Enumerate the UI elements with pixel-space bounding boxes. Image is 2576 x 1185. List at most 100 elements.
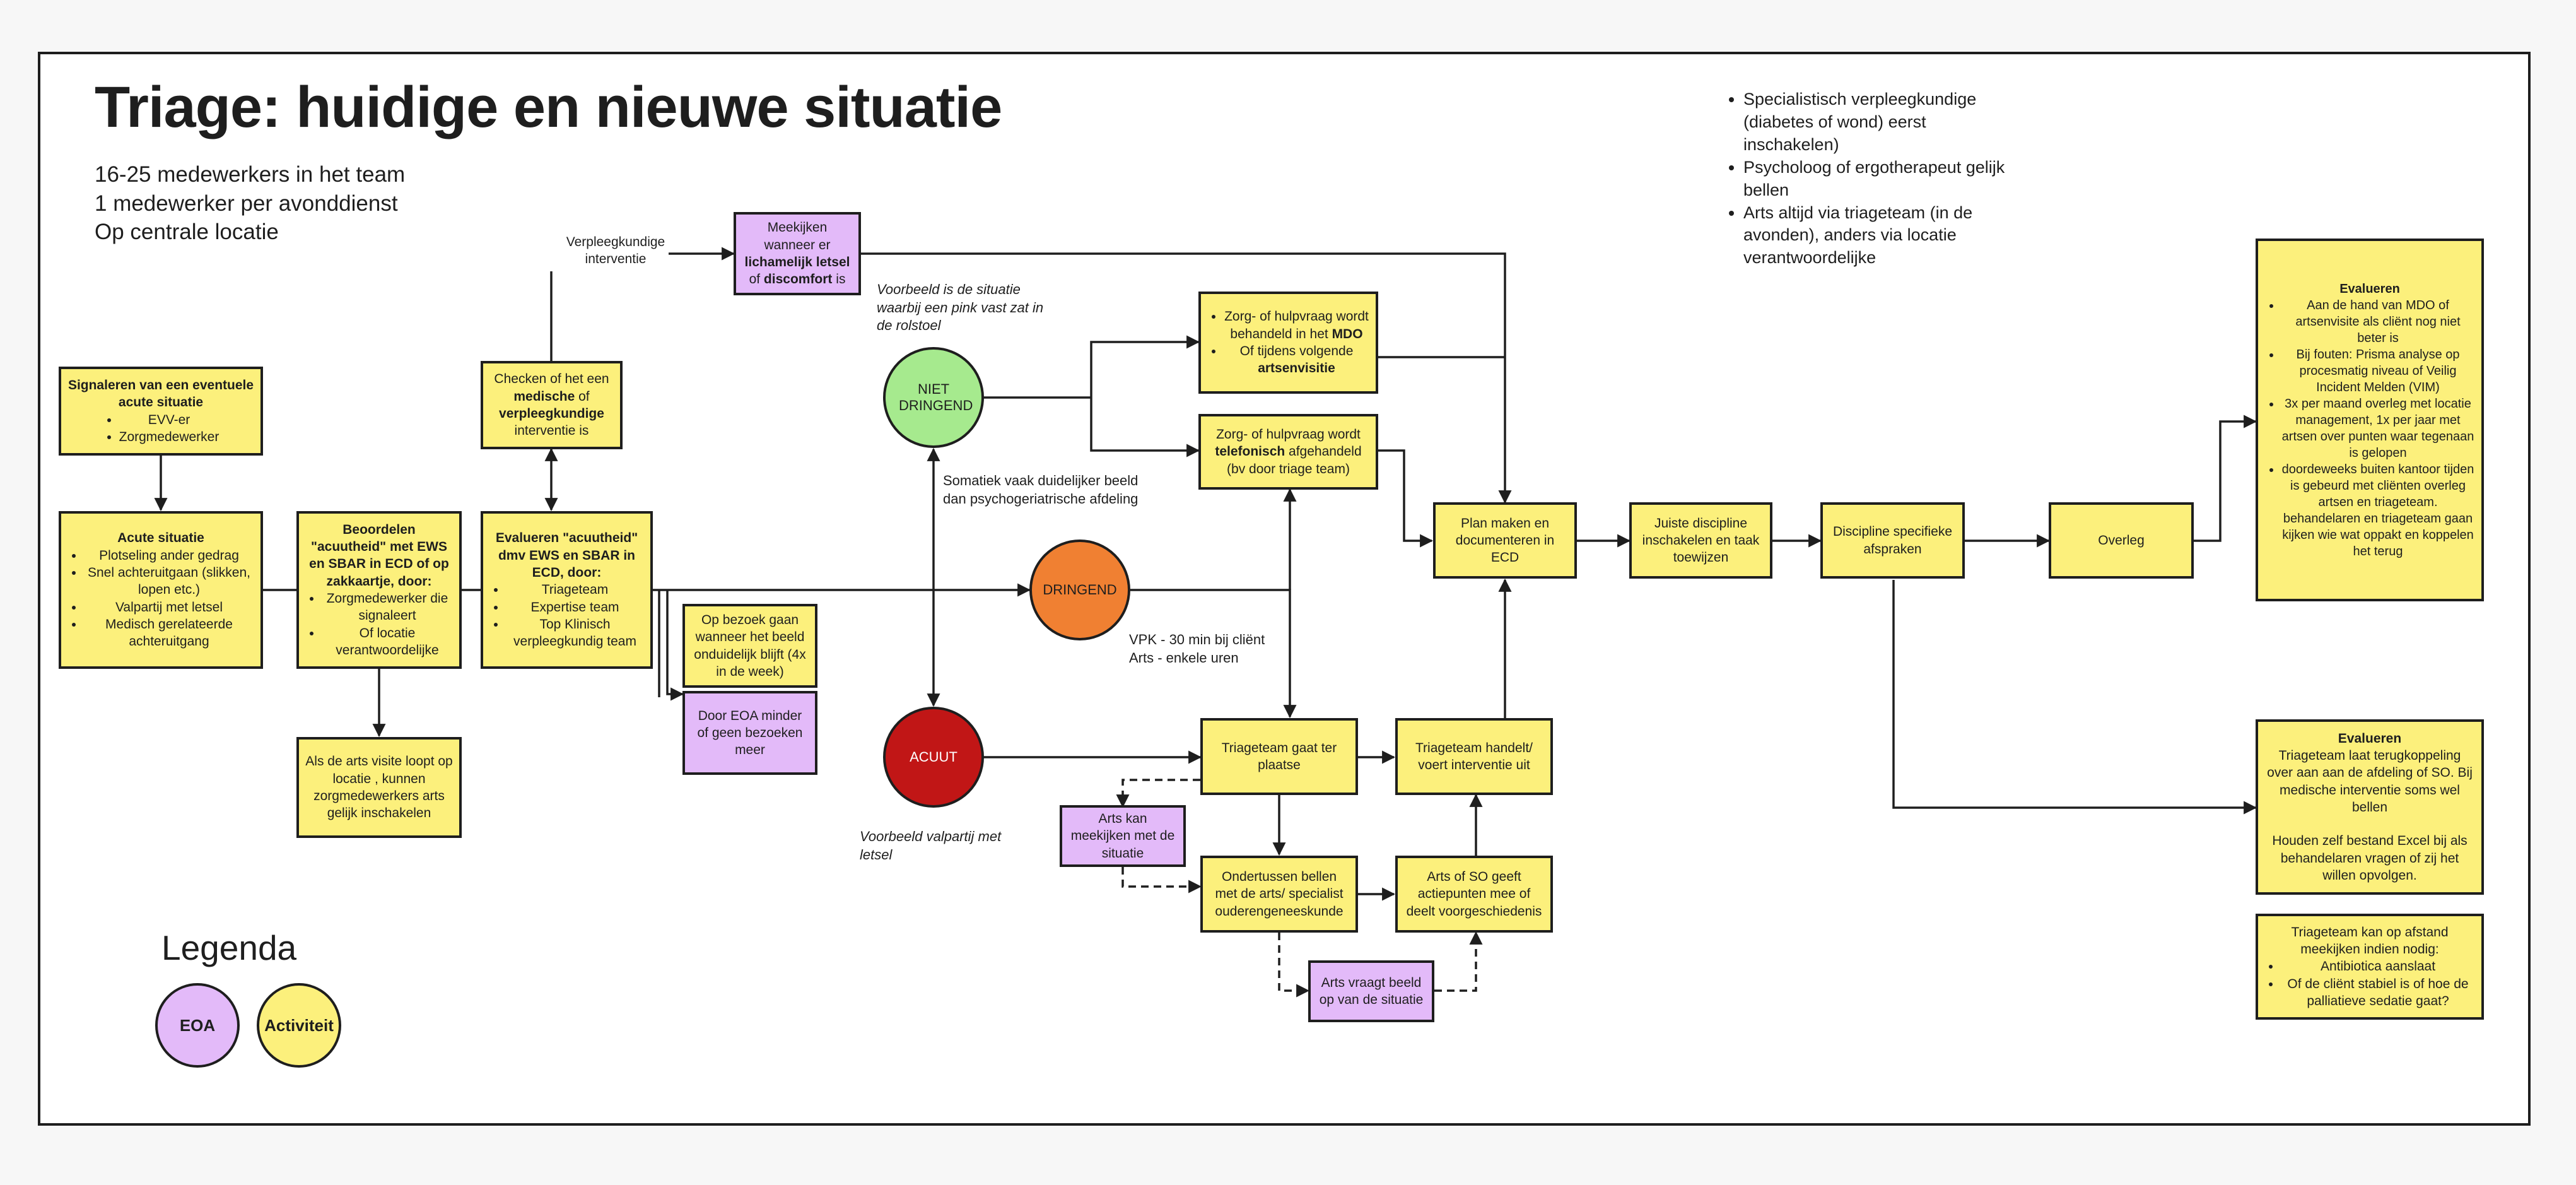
node-text: Discipline specifieke afspraken [1832,524,1953,557]
label-somatiek: Somatiek vaak duidelijker beeld dan psyc… [943,473,1139,507]
text-part: Meekijken wanneer er [764,220,831,252]
text-part: of [749,272,764,287]
text-part: is [832,272,846,287]
node-zorg-tel: Zorg- of hulpvraag wordt telefonisch afg… [1198,414,1378,490]
node-triage-plaatse: Triageteam gaat ter plaatse [1200,718,1358,795]
node-list: Plotseling ander gedrag Snel achteruitga… [67,547,254,651]
list-item: Medisch gerelateerde achteruitgang [84,616,254,651]
list-item: Zorgmedewerker [119,428,220,445]
node-title: Signaleren van een eventuele acute situa… [67,377,254,410]
list-item: Zorgmedewerker die signaleert [322,590,453,625]
text-part: interventie is [514,423,589,439]
node-checken: Checken of het een medische of verpleegk… [481,361,623,449]
node-title: Acute situatie [117,531,204,546]
note-item: Arts altijd via triageteam (in de avonde… [1743,202,2008,270]
node-text: DRINGEND [1043,582,1117,598]
list-item: Plotseling ander gedrag [84,547,254,564]
list-item: Aan de hand van MDO of artsenvisite als … [2281,297,2475,346]
node-text: Als de arts visite loopt op locatie , ku… [305,754,453,821]
note-item: Specialistisch verpleegkundige (diabetes… [1743,88,2008,156]
node-zorg-mdo: Zorg- of hulpvraag wordt behandeld in he… [1198,292,1378,394]
text-part: Of tijdens volgende [1239,344,1354,358]
node-text: Houden zelf bestand Excel bij als behand… [2272,834,2468,883]
node-list: EVV-er Zorgmedewerker [103,411,220,446]
list-item: Valpartij met letsel [84,599,254,616]
node-text: NIET DRINGEND [899,381,973,413]
node-text: Meekijken wanneer er lichamelijk letsel … [742,219,852,288]
list-item: doordeweeks buiten kantoor tijden is geb… [2281,461,2475,560]
node-title: Evalueren "acuutheid" dmv EWS en SBAR in… [495,531,638,581]
edge-overleg-evalueren1 [2194,415,2257,542]
list-item: Zorg- of hulpvraag wordt behandeld in he… [1224,308,1369,343]
node-triageteam-afstand: Triageteam kan op afstand meekijken indi… [2256,914,2484,1020]
text-part: afgehandeld (bv door triage team) [1227,444,1362,476]
top-notes: Specialistisch verpleegkundige (diabetes… [1728,88,2008,269]
node-door-eoa: Door EOA minder of geen bezoeken meer [682,691,817,775]
node-text: Arts kan meekijken met de situatie [1070,811,1175,861]
node-list: Zorgmedewerker die signaleert Of locatie… [305,590,453,659]
node-acute-situatie: Acute situatie Plotseling ander gedrag S… [59,511,263,669]
edge-discipline-evalueren2 [1892,580,2257,815]
legend-activiteit-label: Activiteit [264,1015,334,1035]
edge-ondertussen-artsvraagt [1278,933,1310,998]
list-item: Antibiotica aanslaat [2281,958,2475,975]
node-text: Plan maken en documenteren in ECD [1455,516,1555,565]
list-item: Of tijdens volgende artsenvisitie [1224,343,1369,377]
node-arts-so: Arts of SO geeft actiepunten mee of deel… [1395,856,1553,933]
node-title: Evalueren [2339,281,2400,296]
node-discipline: Discipline specifieke afspraken [1820,502,1965,579]
text-part: Zorg- of hulpvraag wordt behandeld in he… [1224,309,1369,341]
label-voorbeeld-pink: Voorbeeld is de situatie waarbij een pin… [877,281,1044,334]
node-arts-vraagt: Arts vraagt beeld op van de situatie [1308,960,1434,1022]
node-evalueren-2: Evalueren Triageteam laat terugkoppeling… [2256,719,2484,895]
list-item: 3x per maand overleg met locatie managem… [2281,396,2475,461]
label-verpleegkundige: Verpleegkundige interventie [566,235,665,267]
text-bold: MDO [1332,326,1363,341]
text-bold: discomfort [763,272,833,287]
label-arts-uren: Arts - enkele uren [1129,649,1239,666]
node-ondertussen: Ondertussen bellen met de arts/ speciali… [1200,856,1358,933]
node-text: Ondertussen bellen met de arts/ speciali… [1215,870,1344,919]
edge-tel-plan [1378,449,1434,548]
node-niet-dringend: NIET DRINGEND [883,347,984,448]
node-text: Op bezoek gaan wanneer het beeld onduide… [694,612,806,679]
node-juiste: Juiste discipline inschakelen en taak to… [1629,502,1772,579]
node-text: Triageteam laat terugkoppeling over aan … [2267,748,2473,815]
node-text: Triageteam gaat ter plaatse [1221,740,1337,772]
edge-artsvraagt-artsso [1434,931,1483,992]
node-list: Triageteam Expertise team Top Klinisch v… [489,581,644,650]
node-triage-handelt: Triageteam handelt/ voert interventie ui… [1395,718,1553,795]
node-title: Evalueren [2338,731,2402,746]
node-text: Triageteam handelt/ voert interventie ui… [1415,740,1533,772]
node-plan: Plan maken en documenteren in ECD [1433,502,1577,579]
intro-line: 1 medewerker per avonddienst [95,191,398,216]
label-vpk-arts: VPK - 30 min bij cliënt Arts - enkele ur… [1129,631,1318,667]
legend-activiteit: Activiteit [257,983,341,1068]
node-acuut: ACUUT [883,707,984,808]
node-text: Arts of SO geeft actiepunten mee of deel… [1406,870,1542,919]
text-bold: lichamelijk letsel [744,255,850,269]
node-text: Door EOA minder of geen bezoeken meer [697,708,803,758]
list-item: Expertise team [506,599,644,616]
list-item: Snel achteruitgaan (slikken, lopen etc.) [84,564,254,599]
node-text: ACUUT [910,749,957,765]
node-op-bezoek: Op bezoek gaan wanneer het beeld onduide… [682,604,817,688]
text-part: Checken of het een [494,372,609,387]
list-item: Bij fouten: Prisma analyse op procesmati… [2281,346,2475,396]
node-text: Checken of het een medische of verpleegk… [489,370,614,439]
text-part: Zorg- of hulpvraag wordt [1216,427,1361,442]
intro-line: Op centrale locatie [95,220,279,244]
node-meekijken: Meekijken wanneer er lichamelijk letsel … [734,212,861,295]
node-signaleren: Signaleren van een eventuele acute situa… [59,367,263,456]
list-item: Of locatie verantwoordelijke [322,625,453,659]
node-text: Overleg [2098,533,2145,548]
list-item: Top Klinisch verpleegkundig team [506,616,644,651]
node-beoordelen: Beoordelen "acuutheid" met EWS en SBAR i… [296,511,462,669]
edge-zorg-mdo [1090,335,1200,398]
node-list: Antibiotica aanslaat Of de cliënt stabie… [2264,958,2475,1010]
text-bold: telefonisch [1215,444,1285,459]
node-evalueren-1: Evalueren Aan de hand van MDO of artsenv… [2256,239,2484,601]
intro-lines: 16-25 medewerkers in het team 1 medewerk… [95,160,405,247]
node-arts-kan: Arts kan meekijken met de situatie [1060,805,1186,867]
note-item: Psycholoog of ergotherapeut gelijk belle… [1743,156,2008,202]
